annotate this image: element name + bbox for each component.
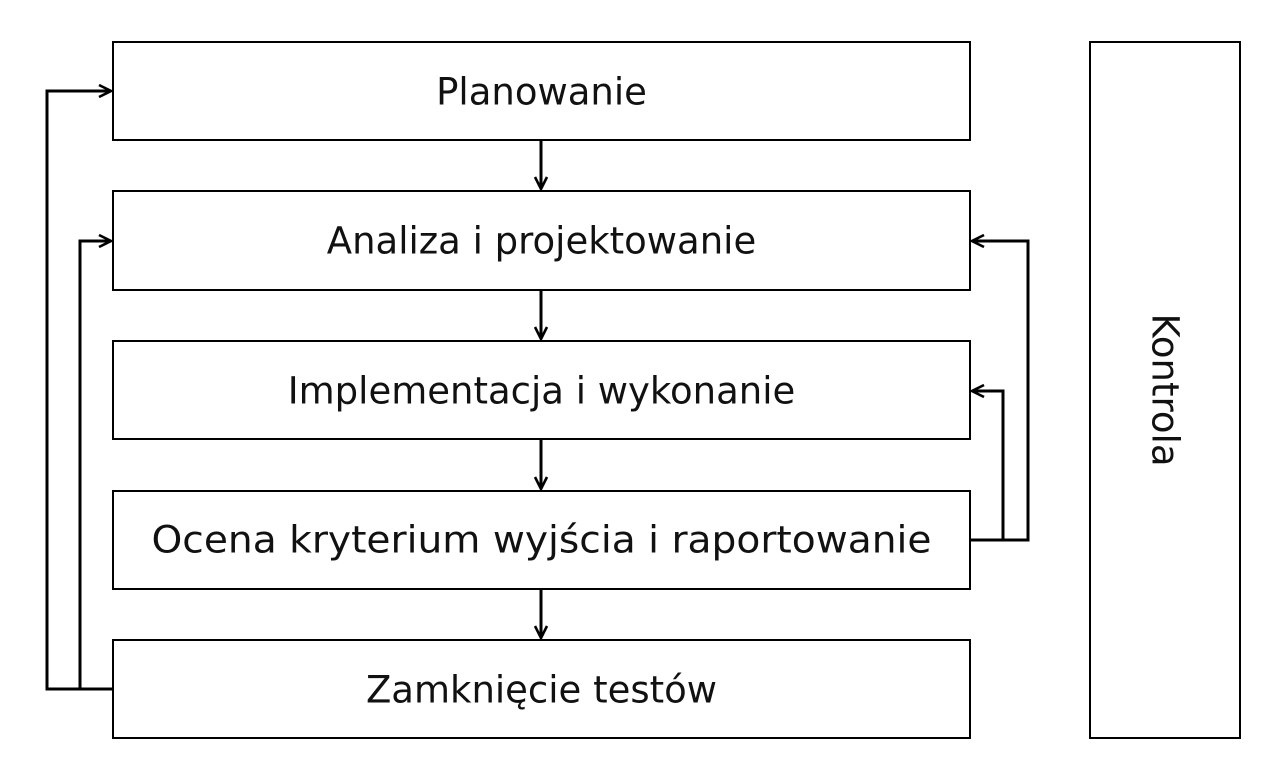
control-panel: Kontrola (1089, 41, 1241, 739)
control-label: Kontrola (1144, 313, 1187, 466)
feedback-evaluation-to-analysis (970, 241, 1030, 542)
stage-label-planning: Planowanie (436, 71, 647, 114)
stage-label-analysis: Analiza i projektowanie (327, 220, 756, 263)
stage-evaluation: Ocena kryterium wyjścia i raportowanie (112, 490, 971, 590)
stage-box-planning (112, 41, 971, 141)
stage-label-closure: Zamknięcie testów (366, 669, 717, 712)
feedback-evaluation-to-implementation (972, 391, 1005, 540)
stage-analysis: Analiza i projektowanie (112, 190, 971, 291)
stage-planning: Planowanie (112, 41, 971, 141)
stage-box-evaluation (112, 490, 971, 590)
stage-label-implementation: Implementacja i wykonanie (288, 370, 796, 413)
stage-closure: Zamknięcie testów (112, 639, 971, 739)
control-box (1089, 41, 1241, 739)
stage-box-implementation (112, 340, 971, 440)
stage-box-analysis (112, 190, 971, 291)
stage-box-closure (112, 639, 971, 739)
stage-label-evaluation: Ocena kryterium wyjścia i raportowanie (152, 519, 932, 562)
stage-implementation: Implementacja i wykonanie (112, 340, 971, 440)
feedback-closure-to-analysis (78, 241, 111, 689)
